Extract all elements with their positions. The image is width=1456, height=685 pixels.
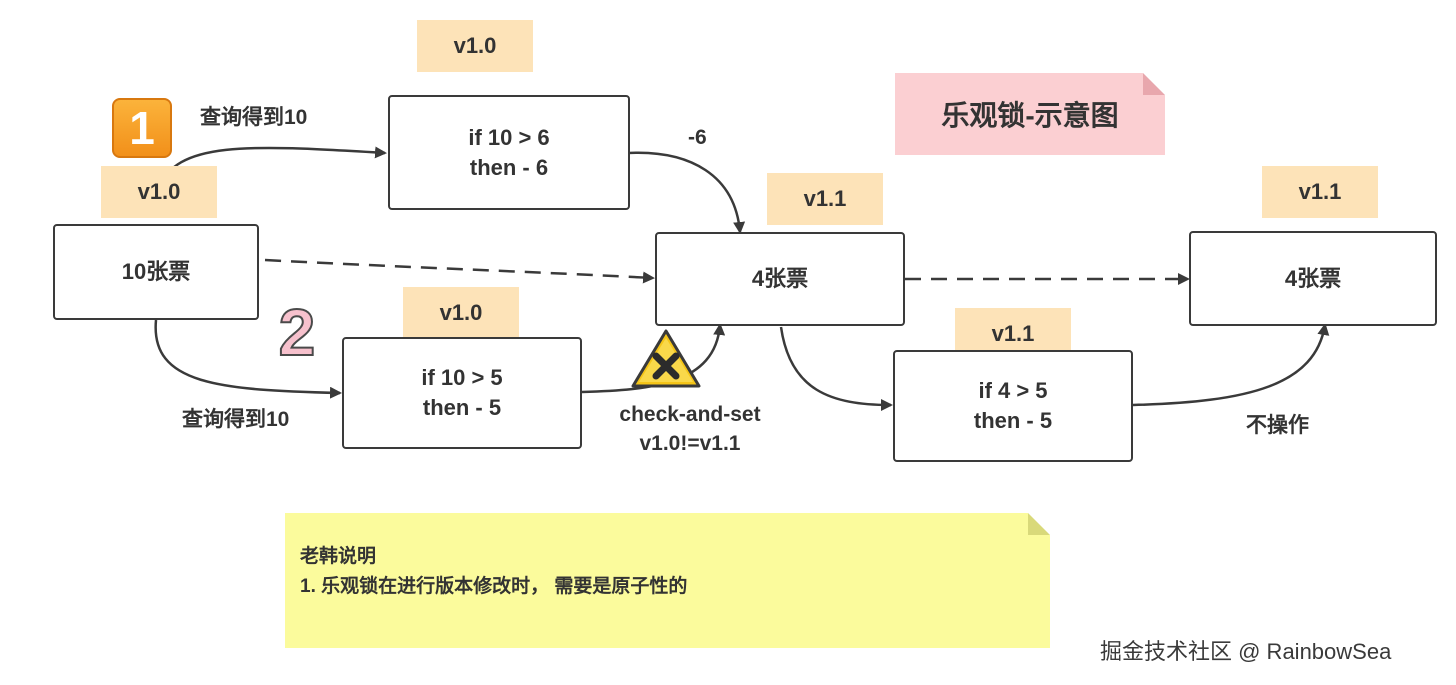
label-minus6: -6: [688, 126, 707, 149]
memo-note-fold: [1028, 513, 1050, 535]
check-and-set-line2: v1.0!=v1.1: [639, 432, 741, 455]
number-one-badge-icon: 1: [112, 98, 172, 158]
box-middle-tickets: 4张票: [655, 232, 905, 326]
end-tickets-text: 4张票: [1284, 265, 1342, 291]
middle-tickets-text: 4张票: [751, 266, 809, 291]
label-query-bottom: 查询得到10: [182, 408, 290, 431]
box-condition-bottom: if 10 > 5 then - 5: [342, 337, 582, 449]
box-start-tickets: 10张票: [53, 224, 259, 320]
label-query-top: 查询得到10: [200, 106, 308, 129]
title-note: 乐观锁-示意图: [895, 73, 1165, 155]
version-tag-middle: v1.1: [767, 173, 883, 225]
title-note-text: 乐观锁-示意图: [941, 100, 1119, 131]
condition-bottom-line2: then - 5: [422, 395, 502, 420]
label-check-and-set: check-and-set v1.0!=v1.1: [600, 400, 780, 458]
version-tag-bottom: v1.0: [403, 287, 519, 339]
condition-top-line1: if 10 > 6: [468, 124, 550, 150]
start-tickets-text: 10张票: [121, 259, 191, 284]
version-tag-end: v1.1: [1262, 166, 1378, 218]
title-note-fold: [1143, 73, 1165, 95]
arrow-minus6: [627, 151, 746, 234]
box-condition-right: if 4 > 5 then - 5: [893, 350, 1133, 462]
number-two-badge-icon: 2: [278, 295, 317, 369]
arrow-dashed-start-middle: [264, 258, 655, 284]
box-condition-top: if 10 > 6 then - 6: [388, 95, 630, 210]
label-no-op: 不操作: [1246, 414, 1309, 437]
check-and-set-line1: check-and-set: [619, 403, 761, 426]
arrow-middle-right: [779, 326, 893, 411]
condition-bottom-line1: if 10 > 5: [421, 365, 503, 390]
watermark: 掘金技术社区 @ RainbowSea: [1100, 639, 1392, 664]
box-end-tickets: 4张票: [1189, 231, 1437, 326]
memo-line-1: 1. 乐观锁在进行版本修改时， 需要是原子性的: [300, 576, 688, 597]
version-tag-start: v1.0: [101, 166, 217, 218]
memo-note: [285, 513, 1050, 648]
condition-right-line1: if 4 > 5: [978, 378, 1048, 403]
memo-title: 老韩说明: [300, 546, 377, 567]
arrow-query-bottom: [154, 319, 342, 399]
condition-right-line2: then - 5: [973, 408, 1053, 433]
warning-x-icon: [631, 329, 701, 388]
arrow-no-op: [1132, 323, 1330, 407]
condition-top-line2: then - 6: [469, 154, 549, 180]
version-tag-top: v1.0: [417, 20, 533, 72]
